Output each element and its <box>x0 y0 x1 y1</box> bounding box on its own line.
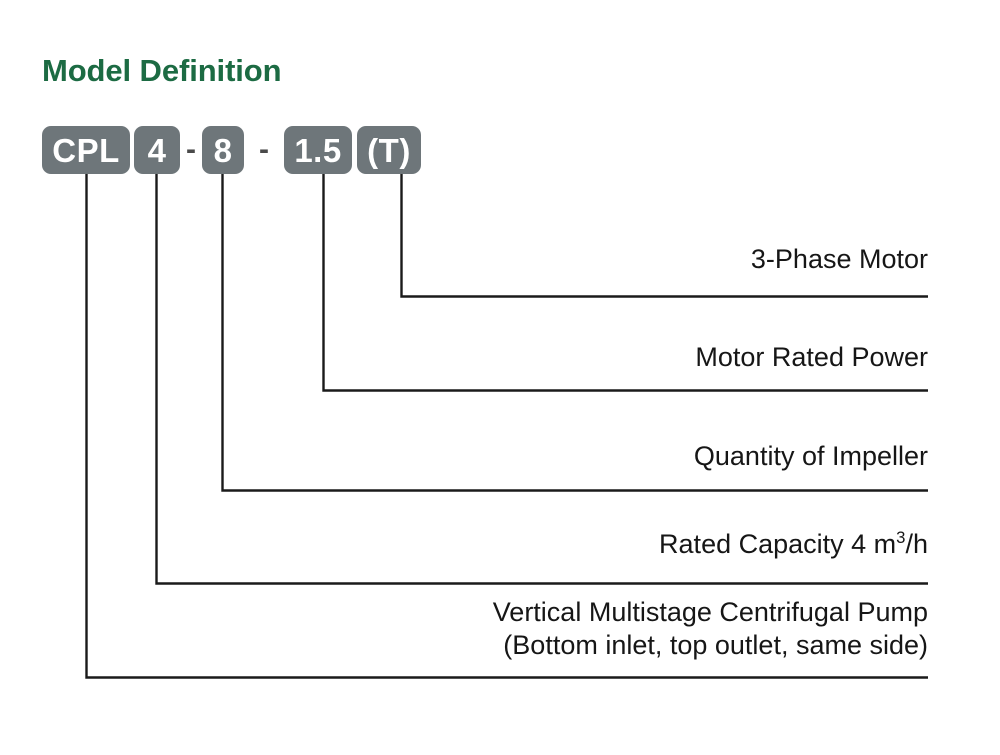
model-chip-power[interactable]: 1.5 <box>284 126 352 174</box>
callout-capacity-superscript: 3 <box>896 528 906 547</box>
callout-pump-line1: Vertical Multistage Centrifugal Pump <box>492 597 928 627</box>
callout-rated-capacity: Rated Capacity 4 m3/h <box>659 529 928 560</box>
model-separator-2: - <box>259 133 269 166</box>
leader-line-phase <box>400 174 928 298</box>
model-code-row: CPL 4 - 8 - 1.5 (T) <box>42 126 421 174</box>
callout-capacity-prefix: Rated Capacity 4 m <box>659 529 897 559</box>
model-chip-phase[interactable]: (T) <box>357 126 421 174</box>
callout-capacity-suffix: /h <box>905 529 928 559</box>
model-chip-series[interactable]: CPL <box>42 126 130 174</box>
callout-pump-line2: (Bottom inlet, top outlet, same side) <box>503 629 928 660</box>
model-chip-stages[interactable]: 8 <box>202 126 244 174</box>
page-title: Model Definition <box>42 53 282 88</box>
callout-motor-rated-power: Motor Rated Power <box>695 342 928 372</box>
model-chip-capacity[interactable]: 4 <box>134 126 180 174</box>
model-separator-1: - <box>186 133 196 166</box>
leader-line-capacity <box>155 174 928 585</box>
callout-pump-description: Vertical Multistage Centrifugal Pump (Bo… <box>493 596 928 662</box>
callout-phase-motor: 3-Phase Motor <box>750 244 928 274</box>
callout-quantity-of-impeller: Quantity of Impeller <box>693 441 928 471</box>
